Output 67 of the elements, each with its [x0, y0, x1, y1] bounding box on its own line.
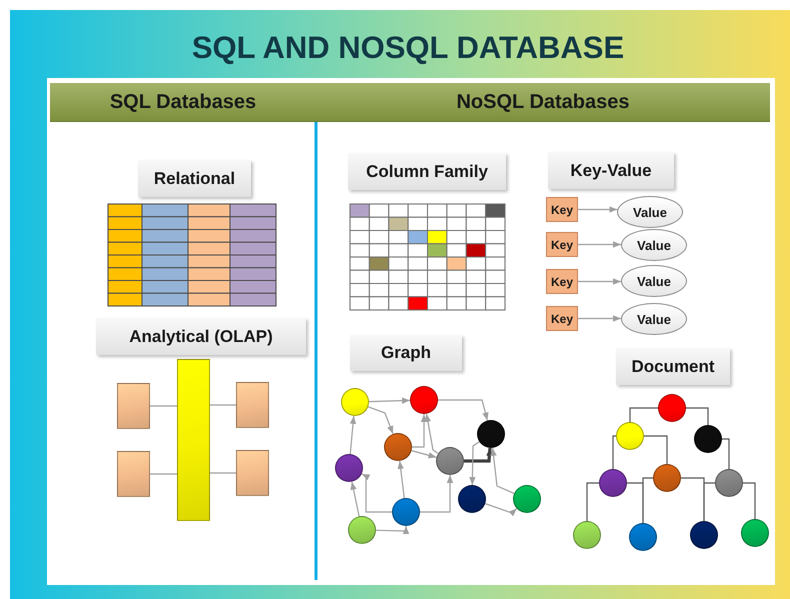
arrow [411, 450, 437, 458]
diagram-title: SQL AND NOSQL DATABASE [190, 29, 626, 67]
dimension-box [236, 382, 269, 428]
category-title: Column Family [366, 162, 488, 182]
connector-line [686, 407, 709, 425]
arrow [469, 441, 480, 486]
arrow [350, 482, 360, 516]
connector-line [703, 482, 715, 521]
title-tab [616, 348, 730, 385]
key-box [546, 197, 578, 222]
connector-line [743, 482, 756, 519]
dimension-box [117, 451, 150, 497]
arrow [350, 416, 356, 454]
title-tab [348, 153, 506, 190]
arrow [368, 406, 394, 434]
key-box [546, 232, 578, 257]
connector-line [644, 435, 668, 464]
connector-line [586, 482, 599, 521]
arrow [438, 399, 488, 421]
key-label: Key [550, 312, 573, 326]
connector-line [210, 472, 236, 474]
arrow [578, 241, 622, 248]
value-label: Value [637, 238, 671, 252]
category-title: Analytical (OLAP) [129, 326, 273, 346]
dimension-box [236, 450, 269, 496]
fact-bar [177, 359, 210, 521]
arrow [464, 448, 493, 463]
arrow [485, 503, 518, 516]
category-title: Relational [154, 168, 236, 188]
connector-line [629, 407, 658, 422]
title-tab [96, 318, 306, 355]
key-label: Key [550, 238, 573, 252]
value-label: Value [633, 204, 667, 220]
connector-line [722, 438, 730, 469]
dimension-box [117, 383, 150, 429]
arrow [398, 460, 405, 498]
arrow [578, 206, 618, 213]
arrow [578, 315, 622, 322]
arrow [368, 397, 410, 404]
title-tab [350, 335, 462, 371]
arrow [420, 475, 454, 513]
title-tab [138, 160, 251, 197]
arrow [424, 414, 439, 454]
arrow [376, 526, 410, 534]
header-band [50, 83, 316, 122]
value-label: Value [637, 312, 671, 326]
title-tab [548, 152, 674, 189]
section-heading: NoSQL Databases [456, 90, 630, 114]
connector-line [150, 405, 177, 407]
category-title: Document [631, 356, 715, 376]
connector-line [210, 404, 236, 406]
key-box [546, 269, 578, 294]
key-label: Key [550, 274, 573, 288]
section-heading: SQL Databases [110, 90, 256, 114]
value-label: Value [637, 274, 671, 288]
key-box [546, 306, 578, 331]
arrow [490, 448, 514, 494]
arrow [578, 278, 622, 285]
connector-line [150, 473, 177, 475]
connector-line [612, 435, 616, 469]
category-title: Key-Value [570, 160, 652, 180]
category-title: Graph [380, 343, 432, 363]
arrow [412, 414, 428, 448]
header-band [316, 83, 770, 122]
connector-line [642, 477, 653, 523]
key-label: Key [550, 202, 573, 216]
arrow [361, 473, 392, 513]
